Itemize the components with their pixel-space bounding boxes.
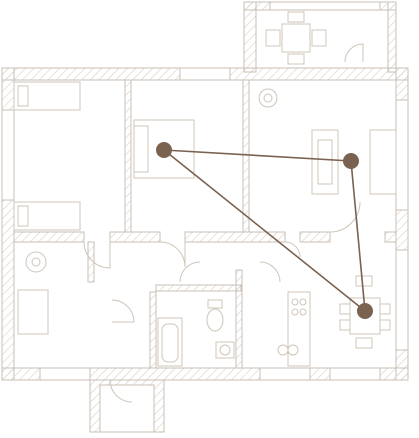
route-edge-3 [163,149,366,312]
sofa-icon [17,289,49,335]
bed-icon [13,201,81,231]
node-bedroom [156,142,172,158]
interior-walls [13,79,397,369]
plant-icon [258,88,278,108]
door-icon [179,261,201,283]
sink-icon [215,341,235,359]
route-overlay [156,142,373,319]
node-kitchen [357,303,373,319]
route-edge-1 [163,149,352,162]
door-icon [83,241,111,269]
stove-icon [277,291,311,367]
dining-table-icon [265,11,327,65]
bathtub-icon [157,317,183,367]
door-icon [344,43,364,63]
door-icon [329,201,361,233]
dining-table-icon [339,275,391,349]
door-icon [111,299,135,323]
plant-icon [25,251,47,273]
entry-vestibule [89,379,165,433]
sofa-icon [311,129,397,195]
door-icon [159,241,186,268]
bed-icon [133,119,195,179]
node-living [343,153,359,169]
outer-walls [1,1,409,381]
doors [83,43,364,403]
door-icon [284,241,301,258]
door-icon [109,379,133,403]
windows [1,1,409,381]
route-edge-2 [350,160,366,312]
toilet-icon [206,299,224,332]
door-icon [259,261,281,283]
bed-icon [13,81,81,111]
